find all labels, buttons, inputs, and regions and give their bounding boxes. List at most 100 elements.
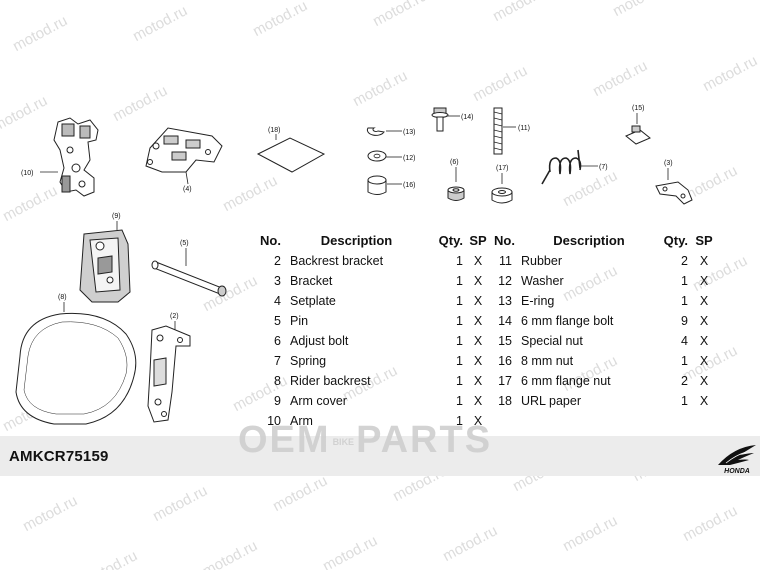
part-quantity: 1	[456, 314, 463, 328]
part-sp-flag: X	[699, 314, 709, 328]
part-sp-flag: X	[473, 314, 483, 328]
part-bracket	[655, 181, 693, 205]
footer-bar	[0, 436, 760, 476]
part-sp-flag: X	[473, 334, 483, 348]
part-quantity: 9	[681, 314, 688, 328]
callout-18: (18)	[268, 127, 280, 134]
part-sp-flag: X	[699, 294, 709, 308]
part-sp-flag: X	[473, 394, 483, 408]
part-quantity: 1	[681, 294, 688, 308]
part-description: E-ring	[521, 294, 555, 308]
callout-14: (14)	[461, 114, 473, 121]
part-description: Arm	[290, 414, 313, 428]
part-sp-flag: X	[699, 254, 709, 268]
part-number: 15	[498, 334, 512, 348]
header-no: No.	[260, 233, 281, 248]
part-setplate	[145, 127, 223, 173]
part-number: 17	[498, 374, 512, 388]
part-sp-flag: X	[473, 374, 483, 388]
part-quantity: 1	[456, 394, 463, 408]
part-quantity: 1	[681, 354, 688, 368]
part-special-nut	[625, 125, 651, 145]
header-no: No.	[494, 233, 515, 248]
part-description: Spring	[290, 354, 327, 368]
part-number: 4	[274, 294, 281, 308]
part-quantity: 1	[456, 254, 463, 268]
part-8mm-nut	[367, 175, 387, 195]
callout-9: (9)	[112, 213, 121, 220]
callout-5: (5)	[180, 240, 189, 247]
part-pin	[151, 260, 227, 297]
part-description: Setplate	[290, 294, 336, 308]
part-adjust-bolt	[493, 107, 503, 155]
callout-13: (13)	[403, 129, 415, 136]
part-description: Pin	[290, 314, 309, 328]
callout-12: (12)	[403, 155, 415, 162]
part-sp-flag: X	[699, 354, 709, 368]
part-quantity: 1	[681, 394, 688, 408]
part-number: 12	[498, 274, 512, 288]
part-description: 8 mm nut	[521, 354, 574, 368]
part-spring	[541, 149, 582, 185]
table-header-row: No. Description Qty. SP	[260, 230, 493, 251]
callout-8: (8)	[58, 294, 67, 301]
callout-15: (15)	[632, 105, 644, 112]
part-description: URL paper	[521, 394, 581, 408]
part-sp-flag: X	[699, 274, 709, 288]
honda-wing-icon	[718, 445, 756, 465]
part-rider-backrest	[15, 312, 137, 425]
part-description: Bracket	[290, 274, 333, 288]
honda-logo: HONDA	[716, 443, 758, 477]
callout-10: (10)	[21, 170, 33, 177]
part-description: 6 mm flange bolt	[521, 314, 614, 328]
part-number: 18	[498, 394, 512, 408]
callout-4: (4)	[183, 186, 192, 193]
part-quantity: 1	[456, 374, 463, 388]
part-description: 6 mm flange nut	[521, 374, 611, 388]
part-quantity: 1	[456, 334, 463, 348]
part-number: 8	[274, 374, 281, 388]
callout-3: (3)	[664, 160, 673, 167]
part-rubber	[447, 186, 465, 201]
part-arm	[53, 117, 99, 197]
brand-watermark-right: PARTS	[356, 419, 493, 461]
header-qty: Qty.	[663, 233, 688, 248]
part-quantity: 1	[681, 274, 688, 288]
model-code: AMKCR75159	[9, 448, 109, 465]
table-header-row: No. Description Qty. SP	[494, 230, 720, 251]
callout-17: (17)	[496, 165, 508, 172]
part-quantity: 1	[456, 294, 463, 308]
part-description: Arm cover	[290, 394, 347, 408]
callout-11: (6)	[450, 159, 459, 166]
part-number: 13	[498, 294, 512, 308]
part-number: 3	[274, 274, 281, 288]
part-flange-bolt	[431, 107, 449, 132]
part-number: 14	[498, 314, 512, 328]
part-number: 10	[267, 414, 281, 428]
callout-16: (16)	[403, 182, 415, 189]
header-description: Description	[553, 233, 625, 248]
part-number: 2	[274, 254, 281, 268]
part-flange-nut	[491, 187, 513, 204]
part-quantity: 1	[456, 354, 463, 368]
part-description: Adjust bolt	[290, 334, 349, 348]
part-quantity: 2	[681, 254, 688, 268]
brand-watermark-left: OEM	[238, 419, 331, 461]
honda-wordmark: HONDA	[724, 468, 750, 475]
brand-watermark-middle: BIKE	[332, 436, 355, 447]
part-sp-flag: X	[473, 414, 483, 428]
